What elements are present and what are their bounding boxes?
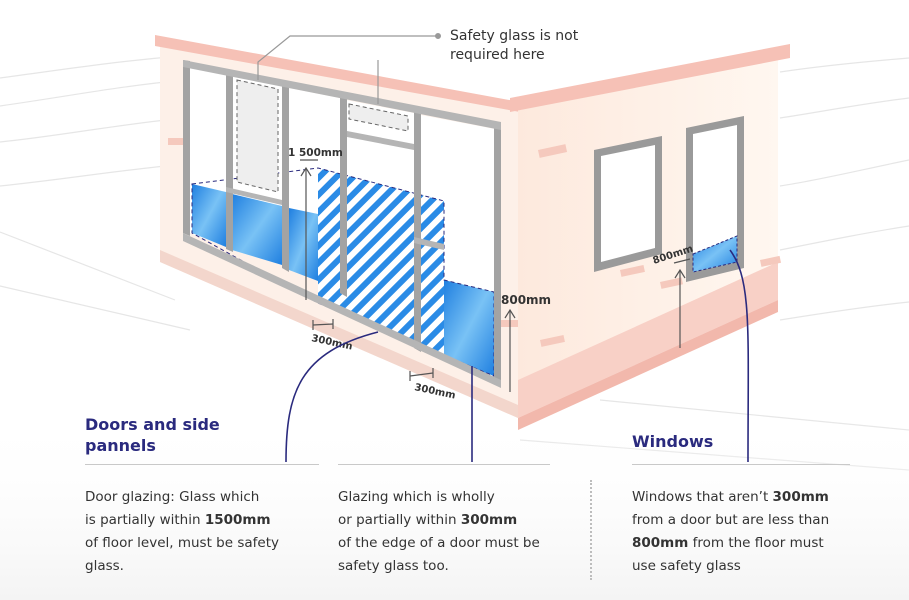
edge-text-line-2: or partially within 300mm — [338, 509, 558, 532]
edge-text-300mm: 300mm — [460, 512, 518, 528]
doors-divider — [85, 464, 319, 465]
window-right — [686, 116, 744, 282]
top-callout-leader — [257, 32, 442, 104]
fanlight-not-required — [348, 103, 409, 132]
windows-heading: Windows — [632, 432, 714, 451]
floor-shade — [0, 410, 909, 600]
section-separator — [590, 480, 592, 580]
callout-line-2: required here — [450, 47, 545, 63]
windows-text-800mm: 800mm — [632, 535, 689, 551]
doors-heading: Doors and side pannels — [85, 414, 220, 456]
doors-text-1500mm: 1500mm — [204, 512, 271, 528]
windows-divider — [632, 464, 850, 465]
windows-text-300mm: 300mm — [772, 489, 829, 505]
label-1500mm: 1 500mm — [288, 147, 343, 159]
edge-text-pre: or partially within — [338, 512, 461, 528]
callout-line-1: Safety glass is not — [450, 28, 579, 44]
label-800mm-door: 800mm — [501, 293, 551, 307]
doors-heading-line-2: pannels — [85, 436, 156, 455]
door-hatched-glass — [318, 168, 444, 356]
doors-heading-line-1: Doors and side — [85, 415, 220, 434]
windows-text-line-1: Windows that aren’t 300mm — [632, 486, 872, 509]
measurement-arrows — [300, 159, 691, 392]
doors-text-line-2: is partially within 1500mm — [85, 509, 315, 532]
windows-text-line-4: use safety glass — [632, 558, 741, 574]
doors-text-line-3: of floor level, must be safety — [85, 535, 279, 551]
doors-text-pre: is partially within — [85, 512, 205, 528]
windows-text-line-3: 800mm from the floor must — [632, 532, 872, 555]
edge-divider — [338, 464, 550, 465]
edge-text-line-1: Glazing which is wholly — [338, 489, 495, 505]
doors-text: Door glazing: Glass which is partially w… — [85, 486, 315, 578]
window-left — [594, 136, 662, 272]
pane-not-required — [236, 79, 279, 193]
edge-text: Glazing which is wholly or partially wit… — [338, 486, 558, 578]
edge-text-line-3: of the edge of a door must be — [338, 535, 540, 551]
doors-text-line-1: Door glazing: Glass which — [85, 489, 260, 505]
doors-text-line-4: glass. — [85, 558, 124, 574]
windows-text-pre: Windows that aren’t — [632, 489, 773, 505]
windows-text-post: from the floor must — [688, 535, 824, 551]
window-safety-glass — [693, 236, 737, 272]
callout-not-required: Safety glass is not required here — [450, 27, 578, 65]
edge-text-line-4: safety glass too. — [338, 558, 449, 574]
callout-leaders — [285, 249, 750, 463]
front-glazing — [183, 60, 501, 388]
windows-text-line-2: from a door but are less than — [632, 512, 830, 528]
windows-text: Windows that aren’t 300mm from a door bu… — [632, 486, 872, 578]
